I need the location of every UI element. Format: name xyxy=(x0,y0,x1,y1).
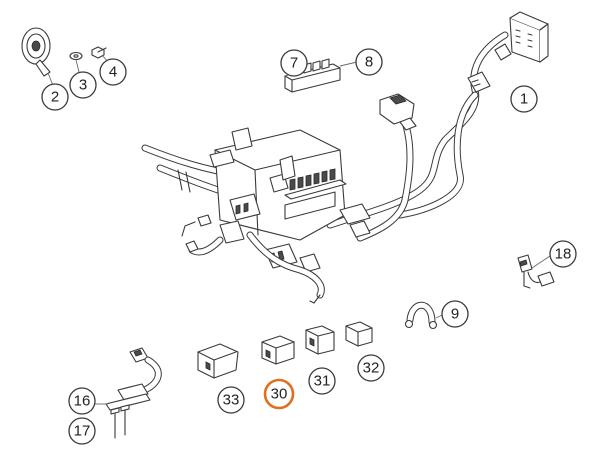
callout-4[interactable]: 4 xyxy=(99,58,127,86)
callout-3-label: 3 xyxy=(79,77,87,94)
callout-33[interactable]: 33 xyxy=(217,386,245,414)
callout-32-label: 32 xyxy=(363,360,380,377)
washer-part[interactable] xyxy=(69,51,83,61)
callout-4-label: 4 xyxy=(109,64,117,81)
callout-2[interactable]: 2 xyxy=(41,83,69,111)
callout-7-label: 7 xyxy=(290,55,298,72)
sensor-bracket-part[interactable] xyxy=(105,347,162,439)
relay-connector-33[interactable] xyxy=(197,343,239,379)
callout-30[interactable]: 30 xyxy=(263,378,295,410)
callout-31[interactable]: 31 xyxy=(308,367,336,395)
callout-33-label: 33 xyxy=(223,392,240,409)
main-wiring-harness[interactable] xyxy=(141,11,549,304)
nut-part[interactable] xyxy=(91,46,107,59)
fuse-connector-block[interactable] xyxy=(284,58,341,93)
relay-31[interactable] xyxy=(305,325,335,355)
callout-1-label: 1 xyxy=(520,91,528,108)
callout-2-label: 2 xyxy=(51,89,59,106)
callout-16-label: 16 xyxy=(74,393,91,410)
callout-8-label: 8 xyxy=(365,54,373,71)
callout-32[interactable]: 32 xyxy=(357,354,385,382)
callout-3[interactable]: 3 xyxy=(69,71,97,99)
sensor-connector-part[interactable] xyxy=(517,254,555,289)
callout-9-label: 9 xyxy=(451,306,459,323)
horn-part[interactable] xyxy=(21,27,51,77)
callout-8[interactable]: 8 xyxy=(355,48,383,76)
callout-labels: 1 2 3 4 7 8 9 16 xyxy=(41,48,577,445)
callout-18[interactable]: 18 xyxy=(549,240,577,268)
callout-9[interactable]: 9 xyxy=(441,300,469,328)
callout-18-label: 18 xyxy=(555,246,572,263)
ground-cable-part[interactable] xyxy=(404,301,438,330)
relay-32[interactable] xyxy=(345,321,373,347)
callout-7[interactable]: 7 xyxy=(280,49,308,77)
relay-30[interactable] xyxy=(261,335,295,365)
callout-30-label: 30 xyxy=(271,386,288,403)
callout-1[interactable]: 1 xyxy=(510,85,538,113)
callout-31-label: 31 xyxy=(314,373,331,390)
callout-17[interactable]: 17 xyxy=(68,417,96,445)
callout-16[interactable]: 16 xyxy=(68,387,96,415)
callout-17-label: 17 xyxy=(74,423,91,440)
